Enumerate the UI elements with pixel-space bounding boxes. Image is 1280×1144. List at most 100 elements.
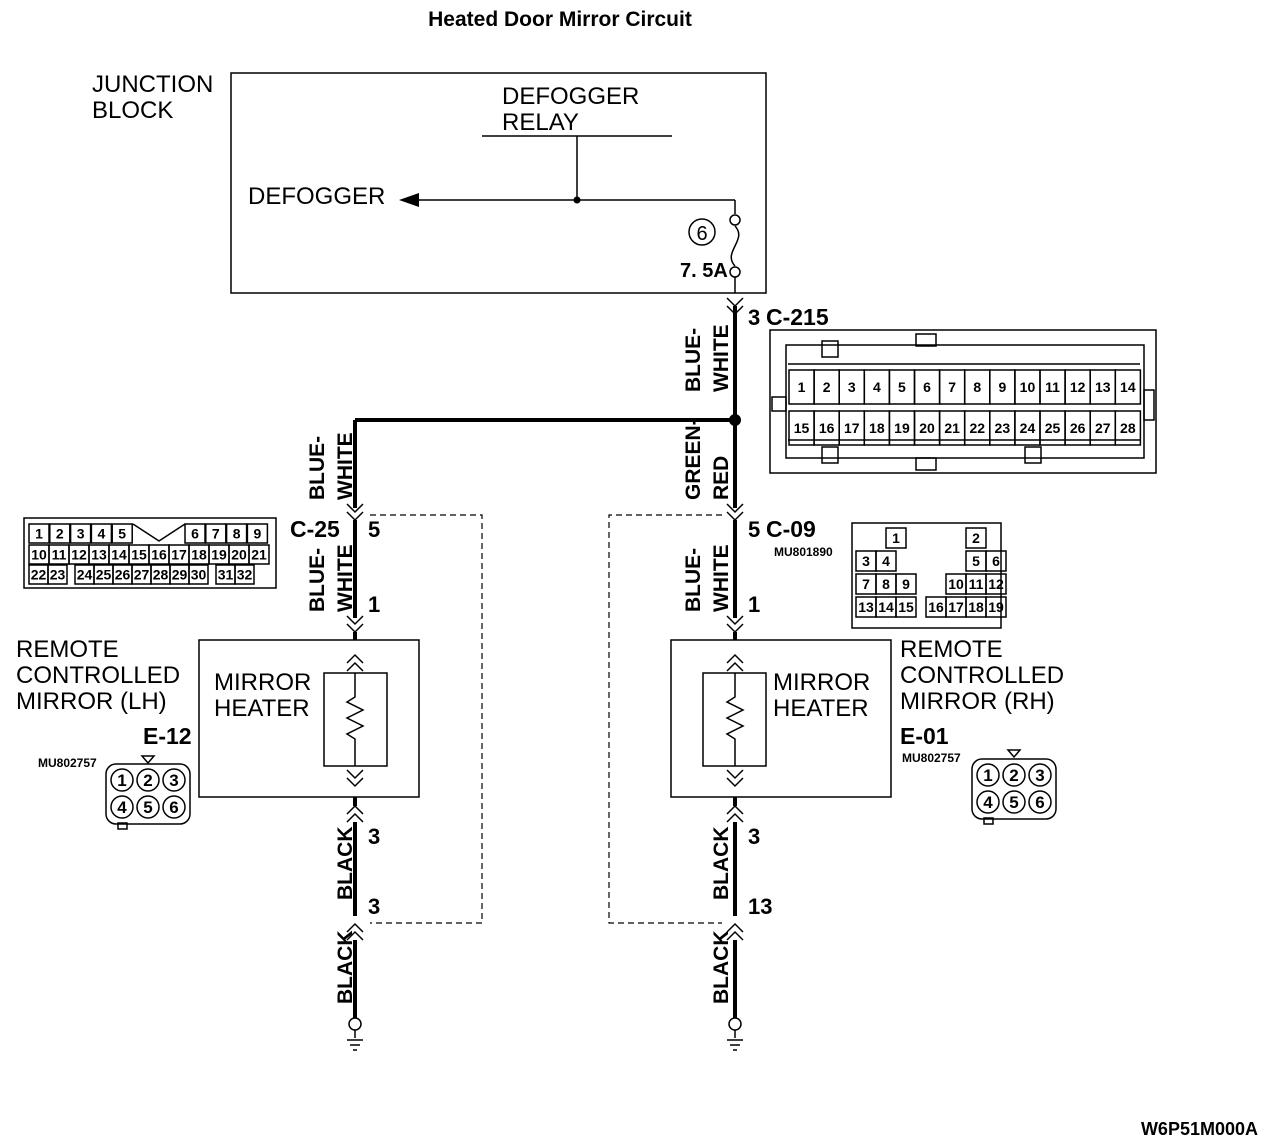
e12-pin-number: 3 [169,771,178,790]
c25-pin-number: 15 [131,547,147,563]
c09-pin-number: 14 [878,599,894,615]
right-mid-wire-color-2: WHITE [710,544,733,612]
c215-pin-number: 24 [1020,420,1036,436]
c215-pin-number: 23 [995,420,1011,436]
mirror-rh-heater-label-2: HEATER [773,695,869,722]
c215-pin-number: 3 [848,379,856,395]
c09-pin-number: 8 [882,576,890,592]
c09-pin-number: 15 [898,599,914,615]
c09-pin-cell [965,527,987,549]
rh-shield-outline [608,514,722,924]
junction-block: JUNCTION BLOCK DEFOGGER RELAY DEFOGGER 6… [92,71,767,294]
fuse-number: 6 [696,223,707,245]
c25-key-notch-icon [132,523,186,542]
c215-pin-number: 11 [1045,379,1060,395]
right-upper-wire-color-1: GREEN- [682,418,705,500]
lh-gnd-pin-label: 3 [368,894,380,919]
e12-pin-number: 5 [143,798,152,817]
c25-pin-number: 14 [111,547,127,563]
c25-pin-number: 12 [71,547,87,563]
c09-pin-number: 7 [862,576,870,592]
mirror-lh-box [198,639,420,798]
diagram-title: Heated Door Mirror Circuit [428,8,692,31]
c215-pin-number: 7 [948,379,956,395]
defogger-relay-label-1: DEFOGGER [502,83,639,110]
c215-pin-cell [1114,369,1142,405]
right-branch: GREEN- RED 5 C-09 MU801890 BLUE- WHITE 1… [608,418,1064,1051]
c09-pin-number: 13 [858,599,874,615]
c25-pin-number: 22 [31,567,47,583]
mirror-lh-label-3: MIRROR (LH) [16,688,167,715]
e01-pin-number: 4 [983,793,993,812]
c25-pin-number: 29 [172,567,188,583]
c25-pin-cell [246,523,269,544]
c215-pin-label: 3 [748,305,760,330]
right-mid-wire-color-1: BLUE- [682,548,705,612]
c09-pin-number: 11 [969,576,984,592]
c25-pin-number: 2 [56,526,64,542]
c09-pin-cell [985,596,1007,618]
c09-pin-number: 18 [968,599,984,615]
left-upper-wire-color-2: WHITE [334,432,357,500]
c25-pin-cell [225,523,248,544]
c25-pin-cell [111,523,133,544]
c09-pin-cell [895,573,917,595]
c25-id: C-25 [290,516,340,542]
c25-pin-number: 27 [134,567,150,583]
c215-pin-number: 19 [894,420,910,436]
c09-pin-number: 10 [948,576,964,592]
c25-pin-cell [47,564,68,585]
e01-id: E-01 [900,723,949,749]
left-mid-wire-color-2: WHITE [334,544,357,612]
c215-pin-number: 4 [873,379,881,395]
right-lower-wire-color-1: BLACK [710,827,733,901]
c09-pin-number: 1 [892,530,900,546]
e12-pin-number: 2 [143,771,152,790]
c215-pin-number: 13 [1095,379,1111,395]
e12-pin-number: 1 [117,771,126,790]
e01-pin-circle [976,763,1000,787]
lh-shield-outline [370,514,483,924]
lh-out-pin-label: 3 [368,824,380,849]
c25-pin-number: 19 [211,547,227,563]
junction-block-label-1: JUNCTION [92,71,213,98]
main-wire-color-2: WHITE [710,324,733,392]
mirror-lh-label-1: REMOTE [16,636,119,663]
e12-part-no: MU802757 [38,756,97,770]
c25-pin-number: 26 [115,567,131,583]
e12-pin-circle [162,768,186,792]
c25-pin-cell [49,523,71,544]
c25-pin-number: 10 [31,547,47,563]
c25-pin-number: 25 [96,567,112,583]
c25-pin-cell [248,544,270,565]
c09-pin-number: 3 [862,553,870,569]
c25-pin-number: 13 [91,547,107,563]
c09-pin-number: 4 [882,553,890,569]
c215-pin-number: 2 [823,379,831,395]
c25-pin-number: 16 [151,547,167,563]
e12-pin-number: 4 [117,798,127,817]
c09-part-no: MU801890 [774,545,833,559]
c09-id: C-09 [766,516,816,542]
mirror-lh-heater-label-1: MIRROR [214,669,311,696]
left-mid-wire-color-1: BLUE- [306,548,329,612]
mirror-rh-label-3: MIRROR (RH) [900,688,1055,715]
main-wire-color-1: BLUE- [682,328,705,392]
c25-pin-number: 7 [212,526,220,542]
c25-pin-number: 9 [254,526,262,542]
e01-pin-number: 1 [983,766,992,785]
fuse-rating: 7. 5A [680,260,728,282]
e01-part-no: MU802757 [902,751,961,765]
c215-pin-number: 10 [1020,379,1036,395]
c09-pin-number: 17 [948,599,964,615]
c215-pin-number: 17 [844,420,860,436]
c09-pin-number: 16 [928,599,944,615]
defogger-arrow-icon [399,193,419,207]
c25-pin-cell [69,523,92,544]
rh-out-pin-label: 3 [748,824,760,849]
rh-gnd-pin-label: 13 [748,894,772,919]
heater-lh-resistor-icon [345,673,365,766]
